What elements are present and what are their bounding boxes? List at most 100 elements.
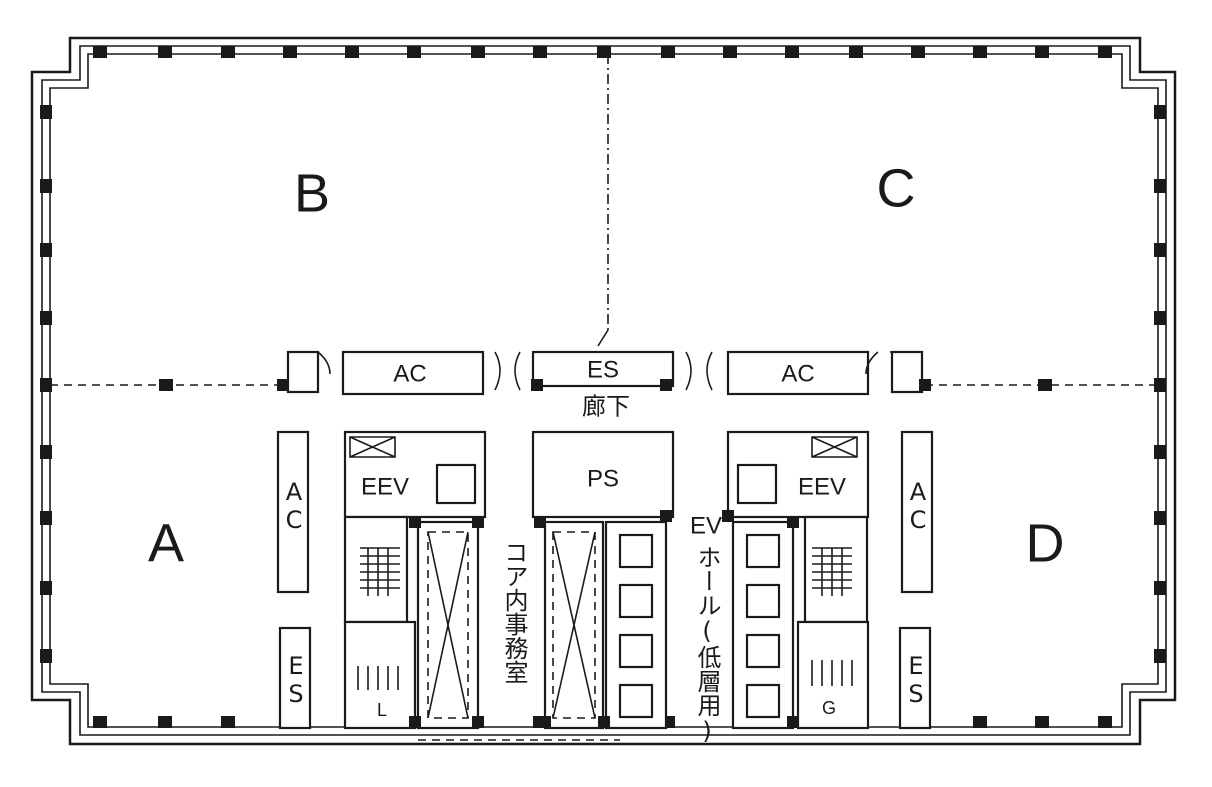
elevator-car: [618, 633, 654, 669]
column: [973, 46, 987, 58]
elevator-car-right: [736, 463, 778, 505]
elevator-car: [745, 683, 781, 719]
column: [93, 716, 107, 728]
column: [40, 311, 52, 325]
column: [1154, 243, 1166, 257]
es-left-label: ES: [282, 652, 310, 708]
column: [221, 716, 235, 728]
elevator-car: [745, 583, 781, 619]
ps-room: [531, 430, 675, 519]
ac-top-left-label: AC: [393, 360, 426, 387]
ac-side-right-label: AC: [904, 478, 932, 534]
elevator-cars-center-group: [618, 533, 654, 719]
core-column: [472, 716, 484, 728]
column: [1098, 716, 1112, 728]
elevator-car: [745, 633, 781, 669]
column: [849, 46, 863, 58]
elevator-car: [618, 533, 654, 569]
core-column: [722, 510, 734, 522]
column: [1154, 511, 1166, 525]
es-room-left: [278, 626, 312, 730]
column: [345, 46, 359, 58]
ac-room-top-left: [341, 350, 485, 396]
column: [40, 105, 52, 119]
elevator-cars-right-group: [745, 533, 781, 719]
inner-wall-2: [49, 53, 1159, 728]
column: [1154, 581, 1166, 595]
es-right-label: ES: [902, 652, 930, 708]
column: [93, 46, 107, 58]
ps-label: PS: [587, 465, 619, 492]
core-column: [472, 516, 484, 528]
eev-left-xbox: [349, 436, 396, 458]
door-swing-3: [317, 351, 879, 375]
column: [40, 581, 52, 595]
es-top-label: ES: [587, 356, 619, 383]
core-column: [531, 379, 543, 391]
shaft-center-inner: [552, 531, 596, 719]
ac-side-left-label: AC: [280, 478, 308, 534]
ac-room-side-left: [276, 430, 310, 594]
core-corner-right: [890, 350, 924, 394]
column: [1098, 46, 1112, 58]
outer-wall: [30, 36, 1177, 746]
inner-wall: [41, 45, 1167, 736]
column: [973, 716, 987, 728]
core-column: [919, 379, 931, 391]
elevator-car-left: [435, 463, 477, 505]
eev-right-label: EEV: [798, 473, 846, 500]
column: [471, 46, 485, 58]
core-column: [660, 379, 672, 391]
column: [40, 179, 52, 193]
column: [407, 46, 421, 58]
column: [1154, 105, 1166, 119]
core-corner-left: [286, 350, 320, 394]
zone-d-label: D: [1026, 513, 1065, 573]
ev-hall-label: ホール(低層用): [693, 545, 721, 745]
door-swing-1: [494, 351, 521, 391]
column: [40, 445, 52, 459]
l-room-fixtures: [357, 666, 399, 690]
stair-left-treads: [360, 547, 400, 596]
door-swing-2: [685, 351, 713, 391]
stair-right-treads: [812, 547, 852, 596]
column: [221, 46, 235, 58]
column: [1154, 378, 1166, 392]
elevator-car: [618, 683, 654, 719]
ac-top-right-label: AC: [781, 360, 814, 387]
zone-b-label: B: [294, 163, 330, 223]
stair-left: [343, 515, 409, 624]
core-column: [787, 516, 799, 528]
core-column: [409, 516, 421, 528]
core-column: [787, 716, 799, 728]
core-office-label: コア内事務室: [500, 540, 528, 684]
eev-left-label: EEV: [361, 473, 409, 500]
shaft-center-cross: [552, 531, 596, 719]
column: [1035, 46, 1049, 58]
column: [911, 46, 925, 58]
column: [1035, 716, 1049, 728]
corridor-label: 廊下: [582, 393, 630, 420]
column: [40, 243, 52, 257]
es-room-right: [898, 626, 932, 730]
column: [1154, 649, 1166, 663]
core-column: [409, 716, 421, 728]
elevator-car: [618, 583, 654, 619]
ac-room-top-right: [726, 350, 870, 396]
divider-bc-tail: [597, 329, 609, 347]
column: [597, 46, 611, 58]
core-column: [534, 516, 546, 528]
shaft-left-inner: [427, 531, 469, 719]
elevator-car: [745, 533, 781, 569]
ev-hall-title: EV: [690, 512, 722, 539]
column: [785, 46, 799, 58]
g-room: [796, 620, 870, 730]
g-room-fixtures: [811, 660, 853, 686]
column: [533, 46, 547, 58]
column: [283, 46, 297, 58]
shaft-left-cross: [427, 531, 469, 719]
column: [40, 649, 52, 663]
l-room-label: L: [377, 700, 387, 720]
column: [158, 716, 172, 728]
